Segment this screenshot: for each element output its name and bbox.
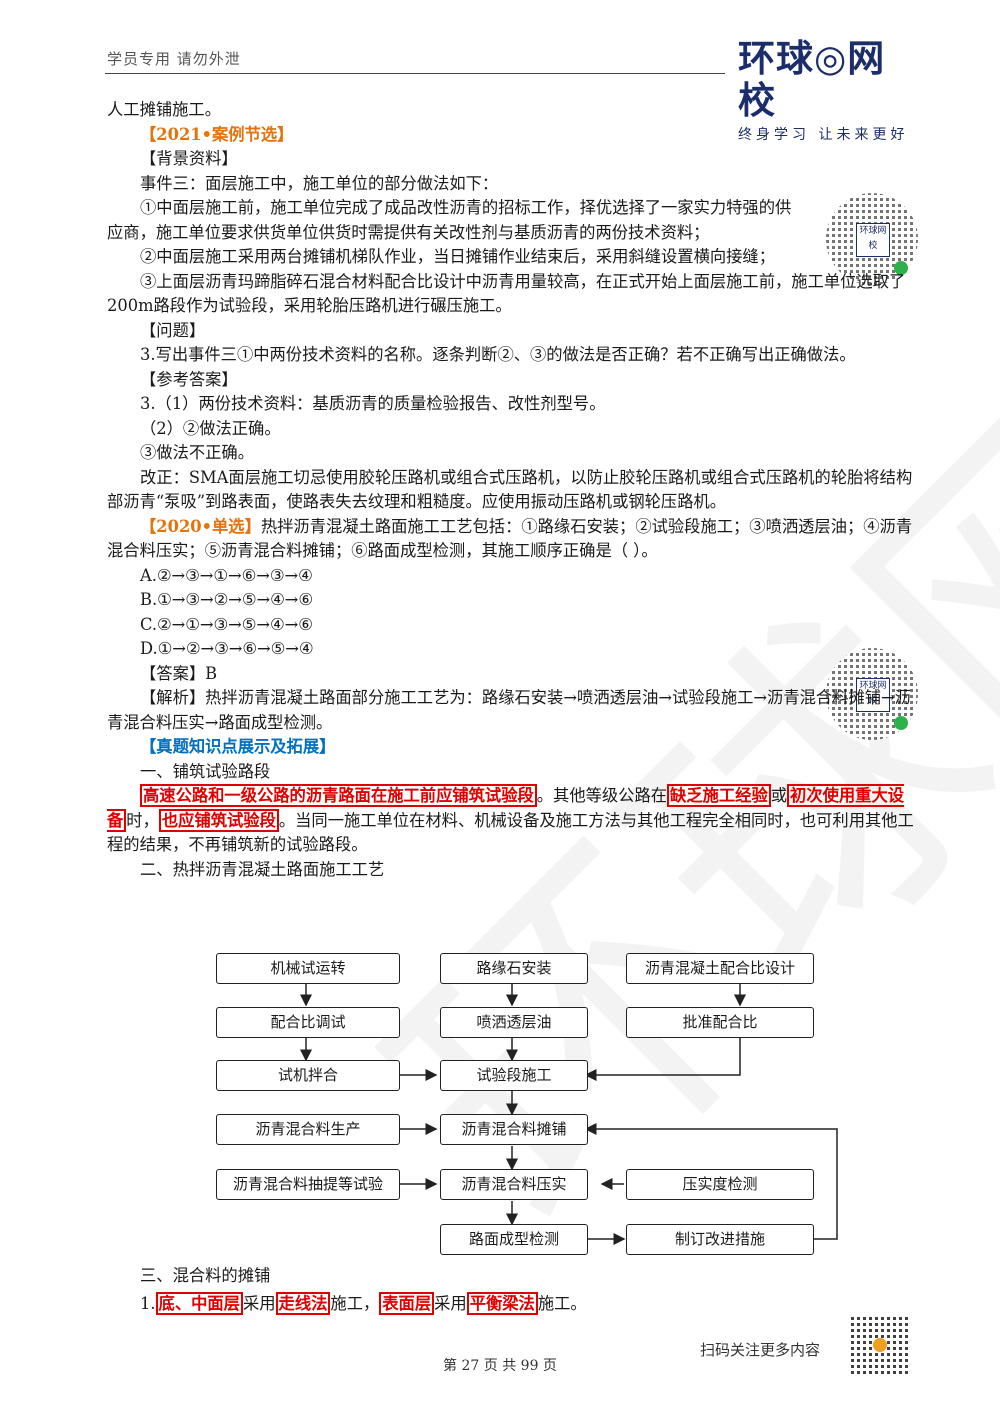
- box-curb-installation: 路缘石安装: [440, 953, 588, 984]
- text-span: 。当同一施工单位在材料、机械设备及施工方法与其他工程完全相同时，也可利用其他工程…: [107, 810, 914, 855]
- heading-1: 一、铺筑试验路段: [140, 761, 271, 781]
- highlight: 也应铺筑试验段: [158, 808, 279, 832]
- box-approve-mix: 批准配合比: [626, 1007, 814, 1038]
- section-label: 【参考答案】: [140, 369, 238, 389]
- qr-center-icon: [873, 1338, 887, 1352]
- page-number: 第 27 页 共 99 页: [443, 1358, 557, 1374]
- footer-qr-code: [851, 1316, 909, 1374]
- question-2020: 【2020•单选】热拌沥青混凝土路面施工工艺包括：①路缘石安装；②试验段施工；③…: [107, 515, 915, 564]
- question-tag: 【2021•案例节选】: [140, 124, 294, 144]
- box-mixture-compaction: 沥青混合料压实: [440, 1169, 588, 1200]
- section-label: 【背景资料】: [140, 149, 238, 168]
- brand-logo: 环球◎网校 终身学习 让未来更好: [738, 38, 918, 144]
- box-machine-test-run: 机械试运转: [216, 953, 400, 984]
- flowchart-arrows: [300, 983, 838, 1245]
- question-text: 3.写出事件三①中两份技术资料的名称。逐条判断②、③的做法是否正确？若不正确写出…: [140, 345, 856, 364]
- mini-program-icon: [894, 261, 908, 275]
- box-surface-inspection: 路面成型检测: [440, 1224, 588, 1255]
- highlight: 底、中面层: [155, 1291, 243, 1315]
- highlight: 高速公路和一级公路的沥青路面在施工前应铺筑试验段: [140, 784, 537, 807]
- option-c: C.②→①→③→⑤→④→⑥: [140, 614, 313, 634]
- explanation: 【解析】热拌沥青混凝土路面部分施工工艺为：路缘石安装→喷洒透层油→试验段施工→沥…: [107, 688, 911, 732]
- section-tag: 【真题知识点展示及拓展】: [140, 737, 336, 756]
- highlight: 平衡梁法: [466, 1291, 538, 1315]
- trial-section-paragraph: 高速公路和一级公路的沥青路面在施工前应铺筑试验段。其他等级公路在缺乏施工经验或初…: [107, 784, 915, 858]
- heading-3: 三、混合料的摊铺: [140, 1266, 271, 1285]
- answer-text: 改正：SMA面层施工切忌使用胶轮压路机或组合式压路机，以防止胶轮压路机或组合式压…: [107, 467, 913, 512]
- paragraph: 人工摊铺施工。: [107, 100, 221, 119]
- highlight: 表面层: [379, 1291, 435, 1315]
- mini-program-icon: [894, 716, 908, 730]
- paragraph: ③上面层沥青玛蹄脂碎石混合材料配合比设计中沥青用量较高，在正式开始上面层施工前，…: [107, 271, 906, 316]
- option-a: A.②→③→①→⑥→③→④: [140, 565, 313, 585]
- box-trial-section: 试验段施工: [440, 1060, 588, 1091]
- box-trial-mixing: 试机拌合: [216, 1060, 400, 1091]
- text-span: 施工，: [330, 1293, 380, 1313]
- box-mix-design: 沥青混凝土配合比设计: [626, 953, 814, 984]
- highlight: 缺乏施工经验: [667, 784, 771, 807]
- heading-2: 二、热拌沥青混凝土路面施工工艺: [140, 859, 385, 879]
- text-span: 1.: [140, 1293, 156, 1313]
- section-label: 【问题】: [140, 320, 206, 340]
- box-compaction-check: 压实度检测: [626, 1169, 814, 1200]
- qr-logo: 环球网校: [856, 678, 890, 712]
- qr-logo: 环球网校: [856, 223, 890, 257]
- paragraph: ②中面层施工采用两台摊铺机梯队作业，当日摊铺作业结束后，采用斜缝设置横向接缝；: [140, 247, 775, 266]
- box-mixture-production: 沥青混合料生产: [216, 1114, 400, 1145]
- logo-slogan: 终身学习 让未来更好: [738, 127, 909, 143]
- option-b: B.①→③→②→⑤→④→⑥: [140, 590, 313, 609]
- process-flowchart: 机械试运转 配合比调试 试机拌合 沥青混合料生产 沥青混合料抽提等试验 路缘石安…: [212, 948, 842, 1258]
- paving-method-paragraph: 1.底、中面层采用走线法施工，表面层采用平衡梁法施工。: [107, 1291, 915, 1317]
- paragraph: 事件三：面层施工中，施工单位的部分做法如下：: [140, 173, 499, 193]
- text-span: 或: [770, 786, 788, 805]
- logo-title: 环球◎网校: [738, 37, 886, 122]
- text-span: 采用: [434, 1293, 467, 1313]
- text-span: 。其他等级公路在: [536, 786, 668, 805]
- box-mix-adjustment: 配合比调试: [216, 1007, 400, 1038]
- highlight: 初次使用重大设备: [107, 784, 905, 832]
- header-notice: 学员专用 请勿外泄: [107, 50, 241, 68]
- scan-prompt: 扫码关注更多内容: [700, 1341, 821, 1359]
- text-span: 施工。: [537, 1293, 587, 1313]
- highlight: 走线法: [275, 1291, 331, 1315]
- box-improvement-measures: 制订改进措施: [626, 1224, 814, 1255]
- answer-line: 【答案】B: [140, 663, 218, 683]
- box-mixture-paving: 沥青混合料摊铺: [440, 1114, 588, 1145]
- answer-text: （2）②做法正确。: [140, 418, 281, 438]
- paragraph: ①中面层施工前，施工单位完成了成品改性沥青的招标工作，择优选择了一家实力特强的供…: [107, 198, 792, 242]
- question-tag: 【2020•单选】: [140, 516, 261, 536]
- box-prime-coat: 喷洒透层油: [440, 1007, 588, 1038]
- option-d: D.①→②→③→⑥→⑤→④: [140, 639, 314, 658]
- header-divider: [105, 73, 725, 74]
- question-text: 热拌沥青混凝土路面施工工艺包括：①路缘石安装；②试验段施工；③喷洒透层油；④沥青…: [107, 516, 913, 561]
- qr-code-1: 环球网校: [826, 193, 918, 285]
- answer-text: 3.（1）两份技术资料：基质沥青的质量检验报告、改性剂型号。: [140, 394, 606, 413]
- text-span: 采用: [242, 1293, 276, 1313]
- text-span: 时，: [126, 810, 159, 830]
- document-body: 人工摊铺施工。 【2021•案例节选】 【背景资料】 事件三：面层施工中，施工单…: [107, 98, 915, 882]
- answer-text: ③做法不正确。: [140, 443, 254, 462]
- document-body-bottom: 三、混合料的摊铺 1.底、中面层采用走线法施工，表面层采用平衡梁法施工。: [107, 1264, 915, 1316]
- box-extraction-test: 沥青混合料抽提等试验: [216, 1169, 400, 1200]
- qr-code-2: 环球网校: [826, 648, 918, 740]
